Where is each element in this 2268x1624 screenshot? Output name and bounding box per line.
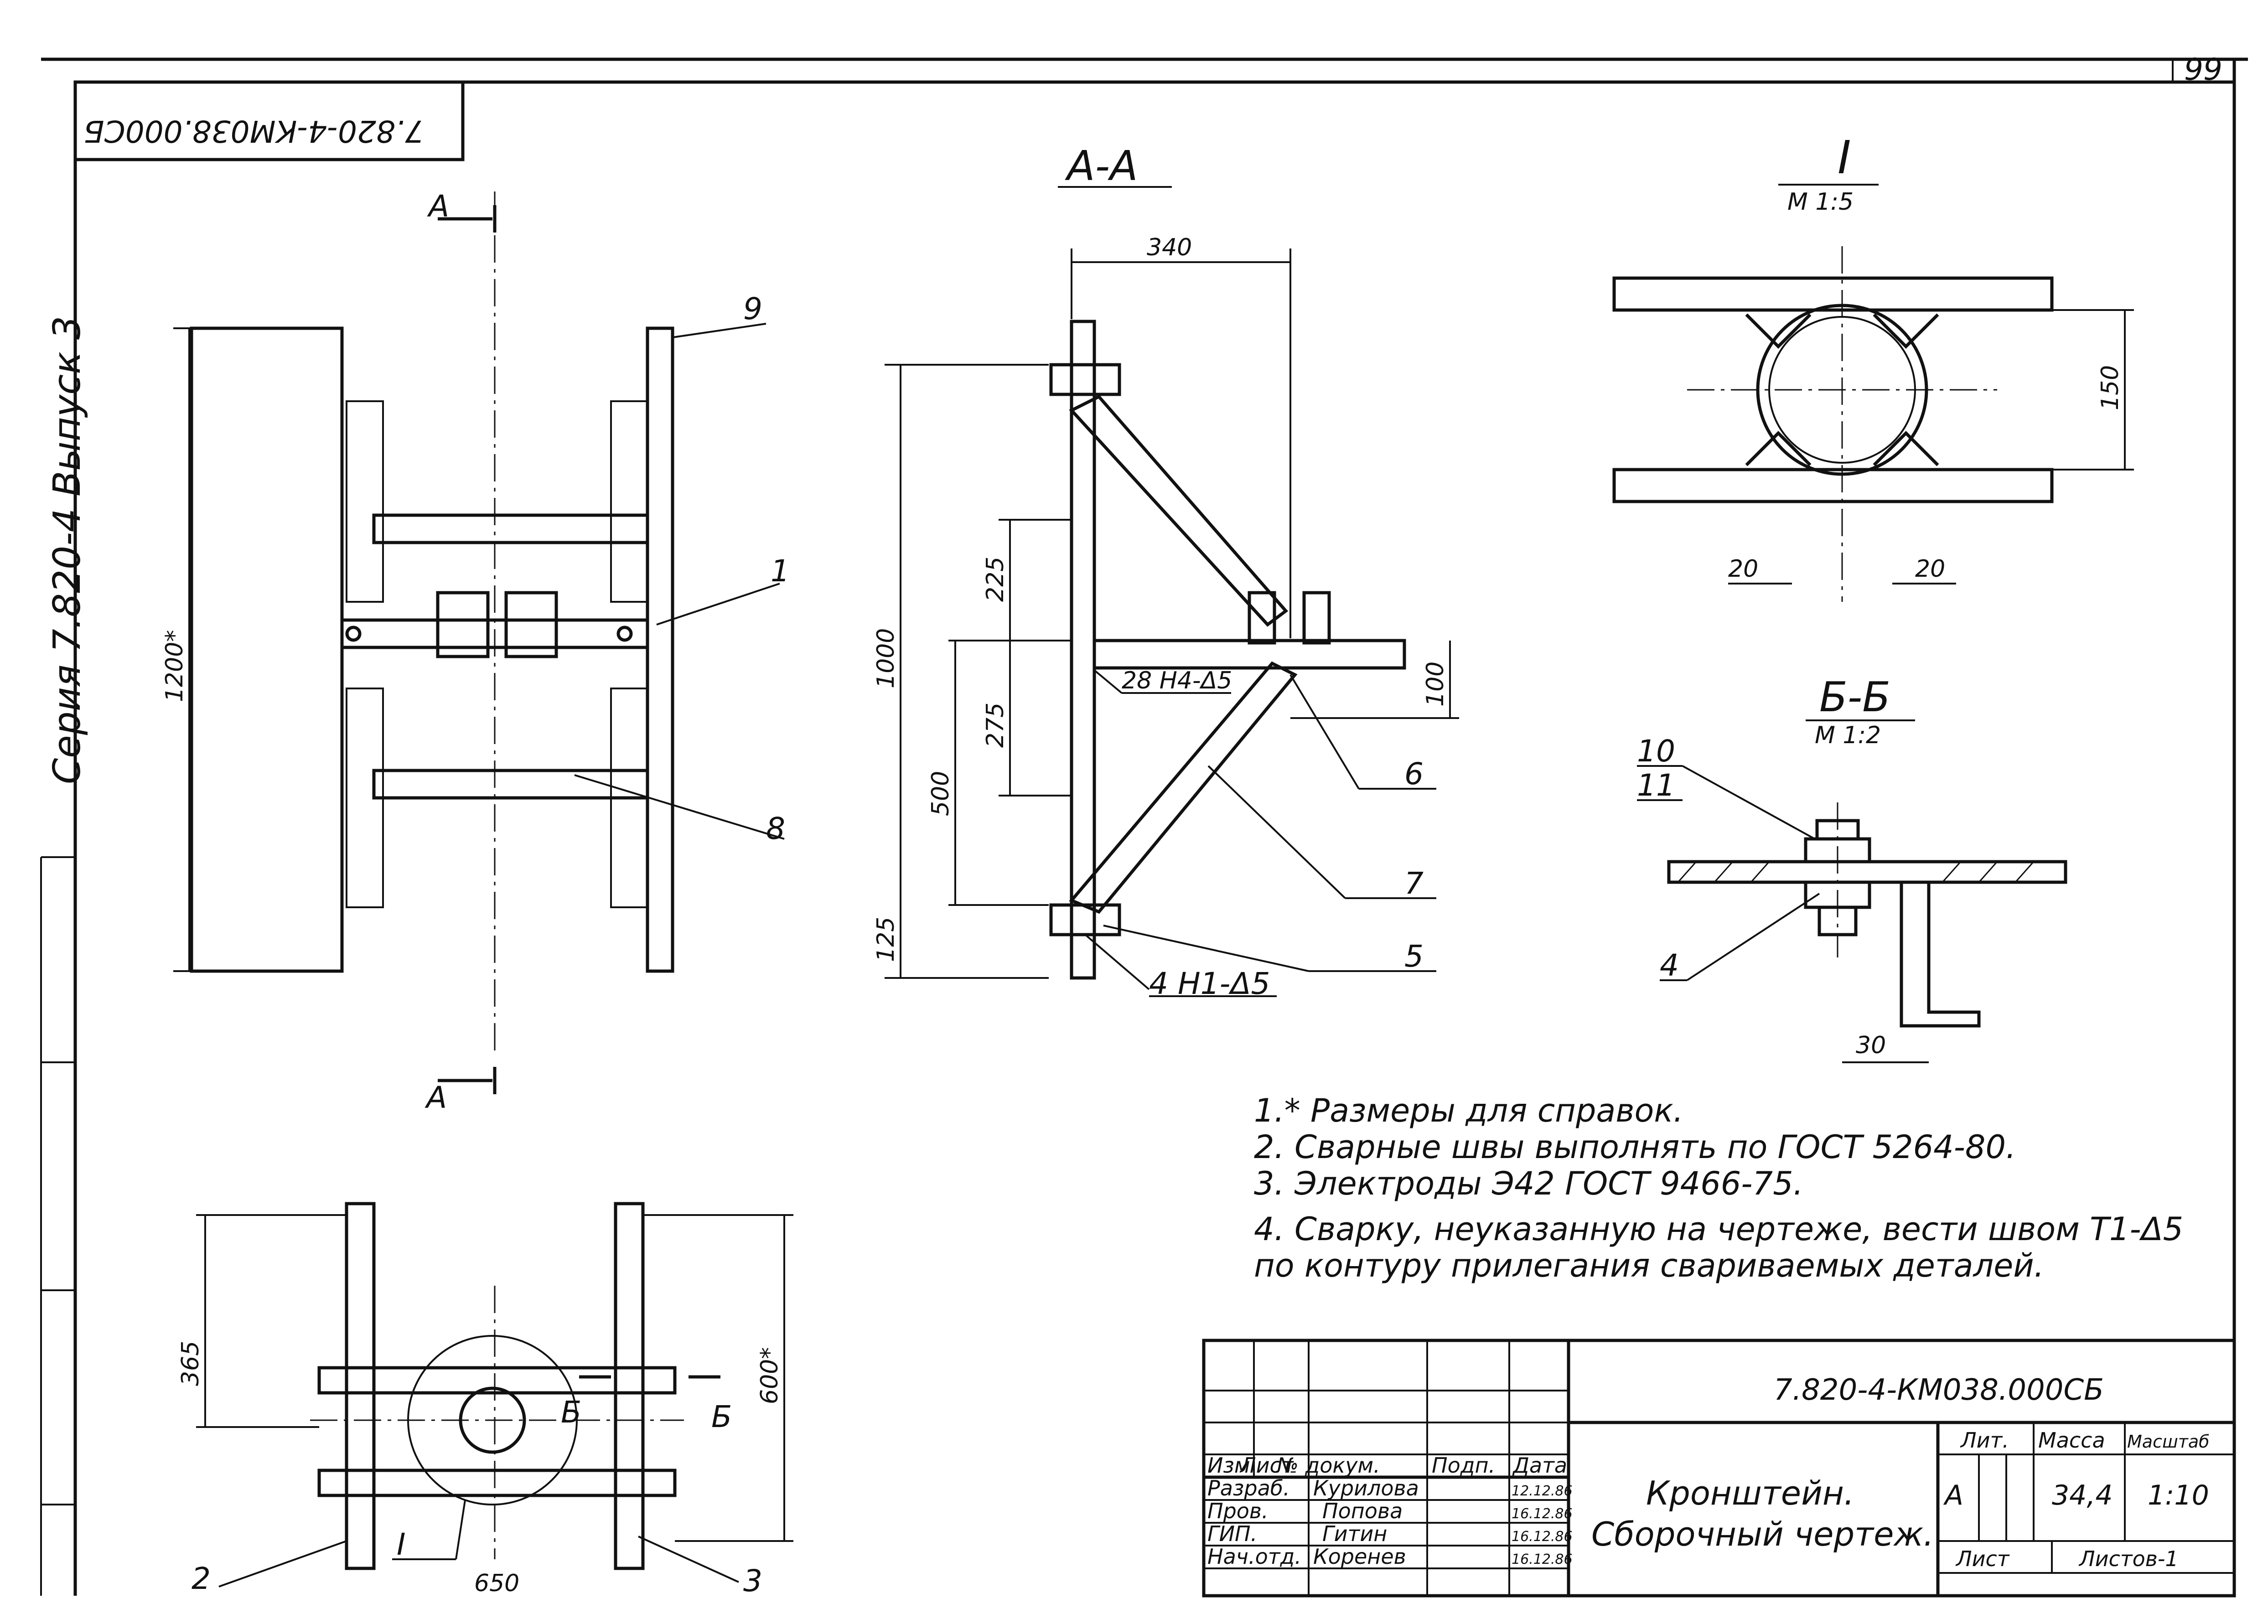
dim-365: 365 — [177, 1341, 204, 1386]
section-marker-bottom: А — [425, 1080, 447, 1115]
dim-20-left: 20 — [1728, 555, 1758, 583]
tb-doc-code: 7.820-4-КМ038.000СБ — [1774, 1373, 2104, 1407]
weld-lower: 4 Н1-Δ5 — [1149, 966, 1270, 1001]
series-label: Серия 7.820-4 Выпуск 3 — [46, 316, 89, 784]
section-bb-title: Б-Б — [1819, 673, 1890, 721]
page-number: 99 — [2184, 52, 2222, 87]
tb-lit-value: А — [1943, 1479, 1963, 1511]
dim-150: 150 — [2097, 365, 2124, 410]
callout-8: 8 — [766, 811, 785, 846]
dim-100: 100 — [1422, 662, 1449, 707]
tb-name-1: Курилова — [1313, 1476, 1419, 1500]
dim-1000: 1000 — [872, 628, 900, 688]
tb-title-line2: Сборочный чертеж. — [1591, 1515, 1934, 1553]
tb-sheets-label: Листов-1 — [2078, 1546, 2179, 1571]
detail-i-scale: М 1:5 — [1787, 188, 1854, 216]
tb-lit-label: Лит. — [1960, 1428, 2009, 1453]
sheet-frame: 99 — [41, 52, 2248, 1596]
tb-hdr-izm: Изм — [1207, 1453, 1250, 1478]
tb-role-3: ГИП. — [1207, 1521, 1257, 1546]
section-b-right: Б — [711, 1399, 732, 1434]
tb-mass-value: 34,4 — [2052, 1479, 2113, 1511]
tb-name-3: Гитин — [1322, 1521, 1387, 1546]
notes: 1.* Размеры для справок. 2. Сварные швы … — [1254, 1092, 2183, 1284]
plan-top-view: А А 1200* 9 1 8 — [161, 189, 790, 1115]
callout-1: 1 — [771, 553, 790, 589]
callout-10: 10 — [1637, 734, 1675, 769]
dim-125: 125 — [872, 917, 900, 962]
note-4: 4. Сварку, неуказанную на чертеже, вести… — [1254, 1210, 2183, 1248]
section-aa-title: А-А — [1065, 142, 1138, 190]
section-bb-view: Б-Б М 1:2 10 11 4 30 — [1637, 673, 2067, 1063]
note-3: 3. Электроды Э42 ГОСТ 9466-75. — [1254, 1165, 1803, 1202]
dim-20-right: 20 — [1915, 555, 1945, 583]
tb-hdr-date: Дата — [1512, 1453, 1567, 1478]
dim-30: 30 — [1856, 1032, 1886, 1059]
tb-date-4: 16.12.86 — [1512, 1552, 1573, 1567]
tb-date-3: 16.12.86 — [1512, 1529, 1573, 1545]
tb-hdr-sign: Подп. — [1432, 1453, 1495, 1478]
dim-height-1200: 1200* — [161, 630, 188, 702]
callout-11: 11 — [1637, 768, 1675, 803]
dim-600: 600* — [756, 1347, 783, 1404]
tb-role-4: Нач.отд. — [1207, 1544, 1301, 1569]
callout-7: 7 — [1404, 866, 1424, 901]
section-b-left: Б — [561, 1395, 581, 1430]
tb-date-2: 16.12.86 — [1512, 1506, 1573, 1522]
tb-sheet-label: Лист — [1955, 1546, 2010, 1571]
tb-role-1: Разраб. — [1207, 1476, 1290, 1500]
stamp-code: 7.820-4-КМ038.000СБ — [83, 114, 424, 149]
dim-340: 340 — [1147, 234, 1192, 261]
tb-scale-label: Масштаб — [2127, 1432, 2210, 1452]
note-2: 2. Сварные швы выполнять по ГОСТ 5264-80… — [1254, 1128, 2016, 1166]
title-block: 7.820-4-КМ038.000СБ Кронштейн. Сборочный… — [1202, 1339, 2236, 1598]
detail-marker-i: I — [397, 1527, 405, 1562]
callout-9: 9 — [743, 291, 762, 326]
weld-upper: 28 Н4-Δ5 — [1122, 667, 1232, 694]
tb-name-4: Коренев — [1313, 1544, 1406, 1569]
dim-650: 650 — [474, 1570, 519, 1597]
callout-6: 6 — [1404, 756, 1424, 791]
tb-hdr-doc: № докум. — [1275, 1453, 1380, 1478]
note-1: 1.* Размеры для справок. — [1254, 1092, 1683, 1129]
dim-500: 500 — [927, 771, 954, 816]
tb-title-line1: Кронштейн. — [1646, 1474, 1854, 1512]
tb-mass-label: Масса — [2038, 1428, 2105, 1453]
detail-i-view: I М 1:5 150 20 20 — [1612, 131, 2134, 602]
callout-2: 2 — [192, 1561, 211, 1596]
stamp-box: 7.820-4-КМ038.000СБ — [73, 80, 465, 161]
plan-bottom-view: 365 600* 650 I Б Б 2 3 — [177, 1202, 793, 1598]
callout-3: 3 — [743, 1563, 762, 1598]
callout-5: 5 — [1404, 939, 1424, 974]
detail-i-title: I — [1838, 131, 1851, 184]
tb-name-2: Попова — [1322, 1499, 1403, 1523]
dim-275: 275 — [982, 703, 1009, 748]
section-aa-view: А-А 340 1000 225 275 500 125 100 28 Н4 — [872, 142, 1459, 1001]
tb-role-2: Пров. — [1207, 1499, 1269, 1523]
tb-date-1: 12.12.86 — [1512, 1483, 1573, 1499]
callout-4-bb: 4 — [1660, 948, 1679, 983]
tb-hdr-list: Лист — [1239, 1453, 1294, 1478]
section-bb-scale: М 1:2 — [1815, 722, 1881, 749]
left-margin-strip — [40, 856, 75, 1596]
dim-225: 225 — [982, 557, 1009, 602]
tb-scale-value: 1:10 — [2148, 1479, 2209, 1511]
note-4-cont: по контуру прилегания свариваемых детале… — [1254, 1247, 2044, 1284]
